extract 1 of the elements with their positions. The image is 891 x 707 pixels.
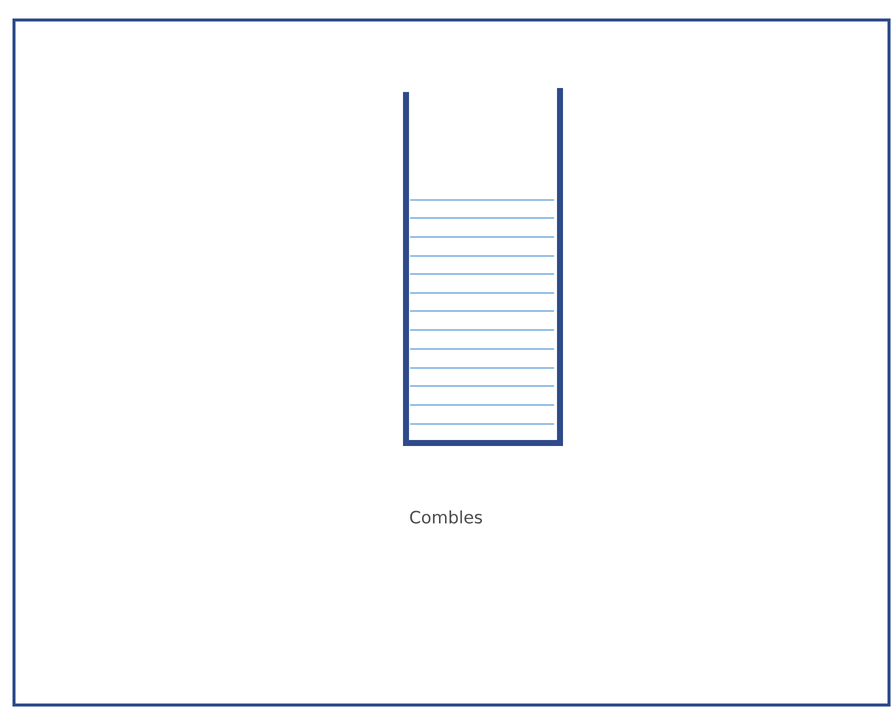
caption: Combles xyxy=(410,510,482,524)
